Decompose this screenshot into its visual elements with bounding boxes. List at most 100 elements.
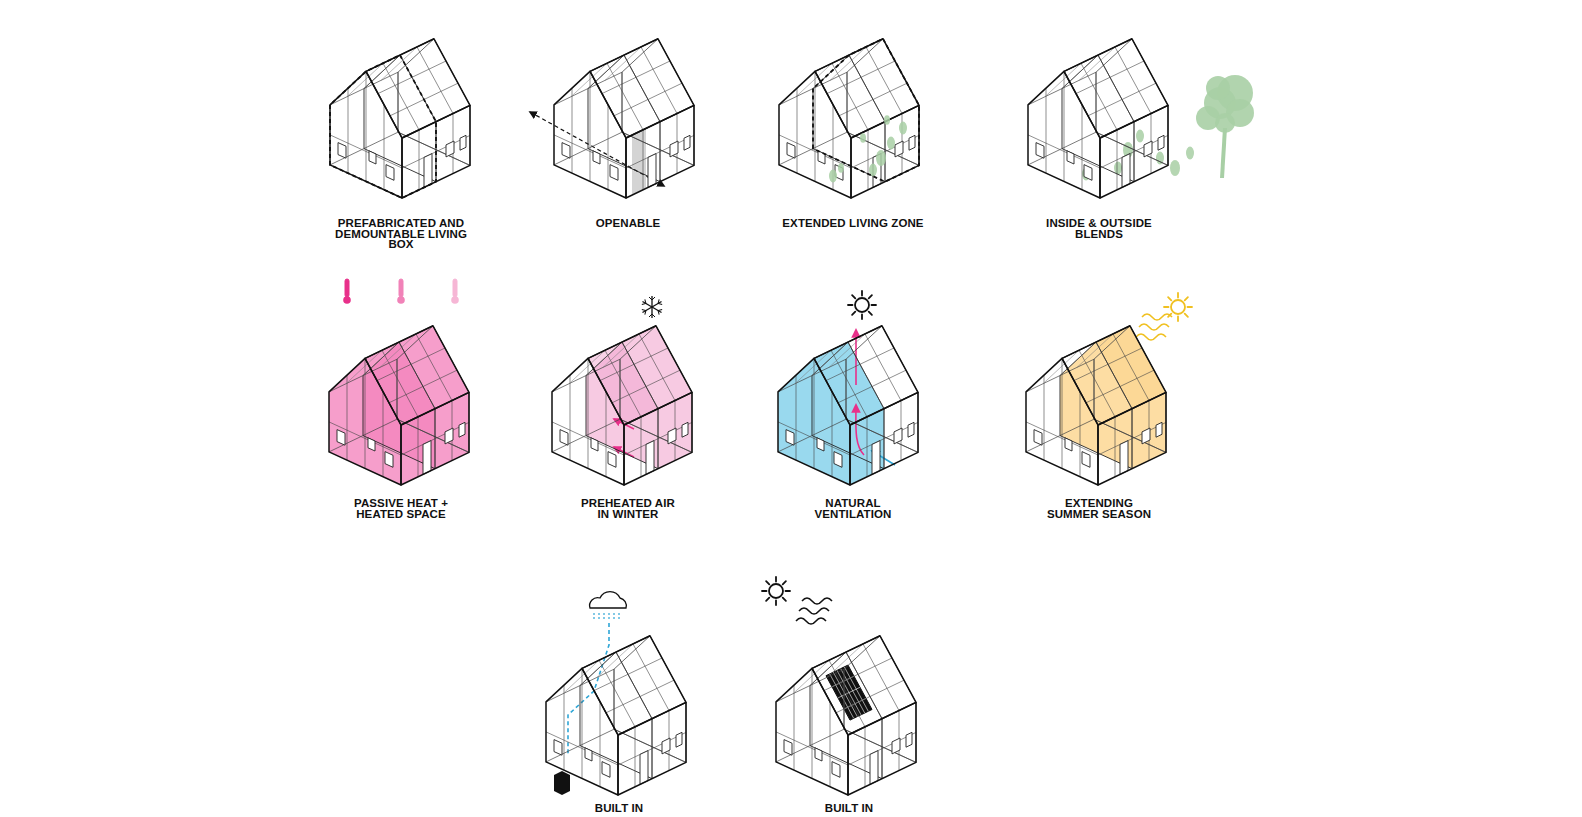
grid-line: [794, 685, 795, 770]
grid-line: [572, 88, 573, 173]
grid-line: [1062, 55, 1098, 88]
house-line: [776, 729, 916, 762]
sun-ray: [1177, 317, 1179, 322]
sun-ray: [762, 590, 767, 592]
heat-wave: [796, 618, 826, 624]
house-diagram: [778, 291, 918, 485]
caption-label: NATURAL VENTILATION: [807, 498, 899, 519]
grid-line: [1046, 88, 1047, 173]
house-outline: [626, 105, 694, 198]
grid-line: [1082, 105, 1083, 190]
grid-line: [590, 71, 591, 181]
back-gable: [846, 326, 918, 453]
window: [424, 154, 432, 188]
back-gable: [622, 39, 694, 166]
sun-ray: [775, 577, 777, 582]
opening-arrow: [530, 112, 664, 186]
window: [817, 438, 824, 451]
window: [1036, 143, 1044, 159]
grid-line: [417, 47, 453, 114]
back-gable: [614, 636, 686, 763]
window: [459, 422, 465, 437]
rain-drop: [603, 613, 604, 621]
grid-line: [366, 71, 367, 181]
window: [562, 143, 570, 159]
grid-line: [588, 55, 624, 88]
sun-ray: [872, 304, 877, 306]
grid-line: [348, 88, 349, 173]
window: [1065, 438, 1072, 451]
grid-line: [401, 422, 469, 455]
house-outline: [851, 105, 919, 198]
grid-line: [399, 342, 435, 409]
house-diagram: [779, 39, 919, 198]
back-gable: [847, 39, 919, 166]
grid-line: [347, 375, 348, 460]
grid-line: [776, 732, 848, 765]
grid-line: [639, 334, 675, 401]
grid-line: [848, 732, 916, 765]
sun-ray: [869, 312, 872, 315]
solar-cell-line: [838, 687, 860, 698]
grid-line: [329, 422, 401, 455]
grid-line: [1044, 375, 1045, 460]
window: [1084, 165, 1092, 181]
grid-line: [600, 702, 601, 787]
grid-line: [779, 135, 851, 168]
back-gable: [620, 326, 692, 453]
window: [460, 135, 466, 150]
rainwater-pipe: [568, 623, 609, 755]
grid-line: [618, 732, 686, 765]
window: [338, 143, 346, 159]
house-outline: [401, 392, 469, 485]
house-line: [554, 132, 694, 165]
window: [784, 740, 792, 756]
grid-line: [633, 644, 669, 711]
rain-drop: [593, 613, 594, 621]
window: [640, 751, 648, 785]
grid-line: [778, 422, 850, 455]
grid-line: [863, 644, 899, 711]
grid-line: [830, 702, 831, 787]
grid-line: [827, 644, 863, 677]
window: [870, 751, 878, 785]
caption-label: PREHEATED AIR IN WINTER: [574, 498, 682, 519]
grid-line: [1100, 135, 1168, 168]
grid-line: [810, 652, 846, 686]
plant: [876, 150, 886, 166]
caption-label: INSIDE & OUTSIDE BLENDS: [1024, 218, 1174, 239]
window: [423, 441, 431, 475]
grid-line: [641, 47, 677, 114]
grid-line: [597, 644, 633, 677]
house-diagram: [552, 296, 692, 485]
grid-line: [850, 422, 918, 455]
sun-ray: [1177, 293, 1179, 298]
window: [386, 165, 394, 181]
back-gable: [398, 39, 470, 166]
sun-ray: [766, 598, 769, 601]
grid-line: [624, 55, 660, 122]
cloud-symbol: [590, 592, 627, 608]
grid-line: [848, 342, 884, 409]
house-outline: [582, 636, 686, 735]
grid-line: [1077, 334, 1113, 367]
grid-line: [605, 47, 641, 80]
grid-line: [846, 652, 882, 719]
grid-line: [582, 668, 583, 778]
grid-line: [546, 732, 618, 765]
sun-ray: [783, 598, 786, 601]
window: [646, 441, 654, 475]
window: [385, 452, 393, 468]
sun-ray: [861, 315, 863, 320]
grid-line: [384, 105, 385, 190]
back-gable: [1096, 39, 1168, 166]
back-gable: [844, 636, 916, 763]
grid-line: [588, 358, 589, 468]
tree-trunk: [1222, 128, 1225, 178]
colour-zone: [814, 342, 884, 425]
plant: [887, 137, 895, 150]
back-gable: [1094, 326, 1166, 453]
window: [906, 732, 912, 747]
window: [368, 438, 375, 451]
grid-line: [1115, 47, 1151, 114]
